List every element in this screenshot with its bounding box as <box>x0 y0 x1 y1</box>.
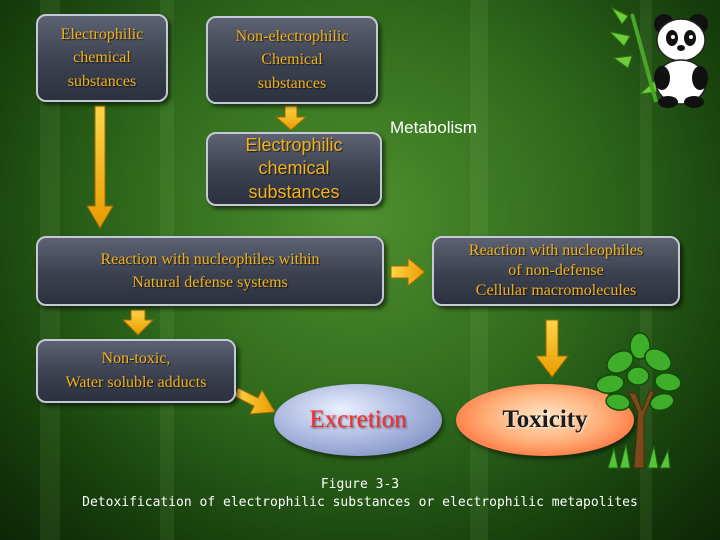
non-electrophilic-label: Non-electrophilic Chemical substances <box>235 28 349 92</box>
figure-caption-number: Figure 3-3 <box>320 477 400 492</box>
down-arrow-nontoxic <box>121 309 155 336</box>
metabolism-label: Metabolism <box>390 118 477 137</box>
excretion-oval: Excretion <box>274 384 442 456</box>
down-arrow-metabolism <box>274 105 308 131</box>
non-toxic-box: Non-toxic, Water soluble adducts <box>36 339 236 403</box>
figure-caption-text: Detoxification of electrophilic substanc… <box>82 495 638 510</box>
diagonal-arrow-excretion <box>233 387 276 415</box>
toxicity-label: Toxicity <box>502 406 588 433</box>
non-electrophilic-box: Non-electrophilic Chemical substances <box>206 16 378 104</box>
toxicity-oval: Toxicity <box>456 384 634 456</box>
reaction-defense-label: Reaction with nucleophiles within Natura… <box>100 250 320 291</box>
reaction-non-defense-box: Reaction with nucleophiles of non-defens… <box>432 236 680 306</box>
electrophilic-mid-label: Electrophilic chemical substances <box>245 134 343 202</box>
excretion-label: Excretion <box>309 406 407 433</box>
reaction-non-defense-label: Reaction with nucleophiles of non-defens… <box>468 242 644 299</box>
electrophilic-mid-box: Electrophilic chemical substances <box>206 132 382 206</box>
tree-icon <box>595 332 682 469</box>
reaction-defense-box: Reaction with nucleophiles within Natura… <box>36 236 384 306</box>
panda-icon <box>610 6 708 108</box>
non-toxic-label: Non-toxic, Water soluble adducts <box>65 350 207 391</box>
down-arrow-toxicity <box>534 319 570 378</box>
down-arrow-long <box>86 105 114 229</box>
electrophilic-top-label: Electrophilic chemical substances <box>60 26 144 90</box>
electrophilic-top-box: Electrophilic chemical substances <box>36 14 168 102</box>
right-arrow <box>390 256 426 288</box>
